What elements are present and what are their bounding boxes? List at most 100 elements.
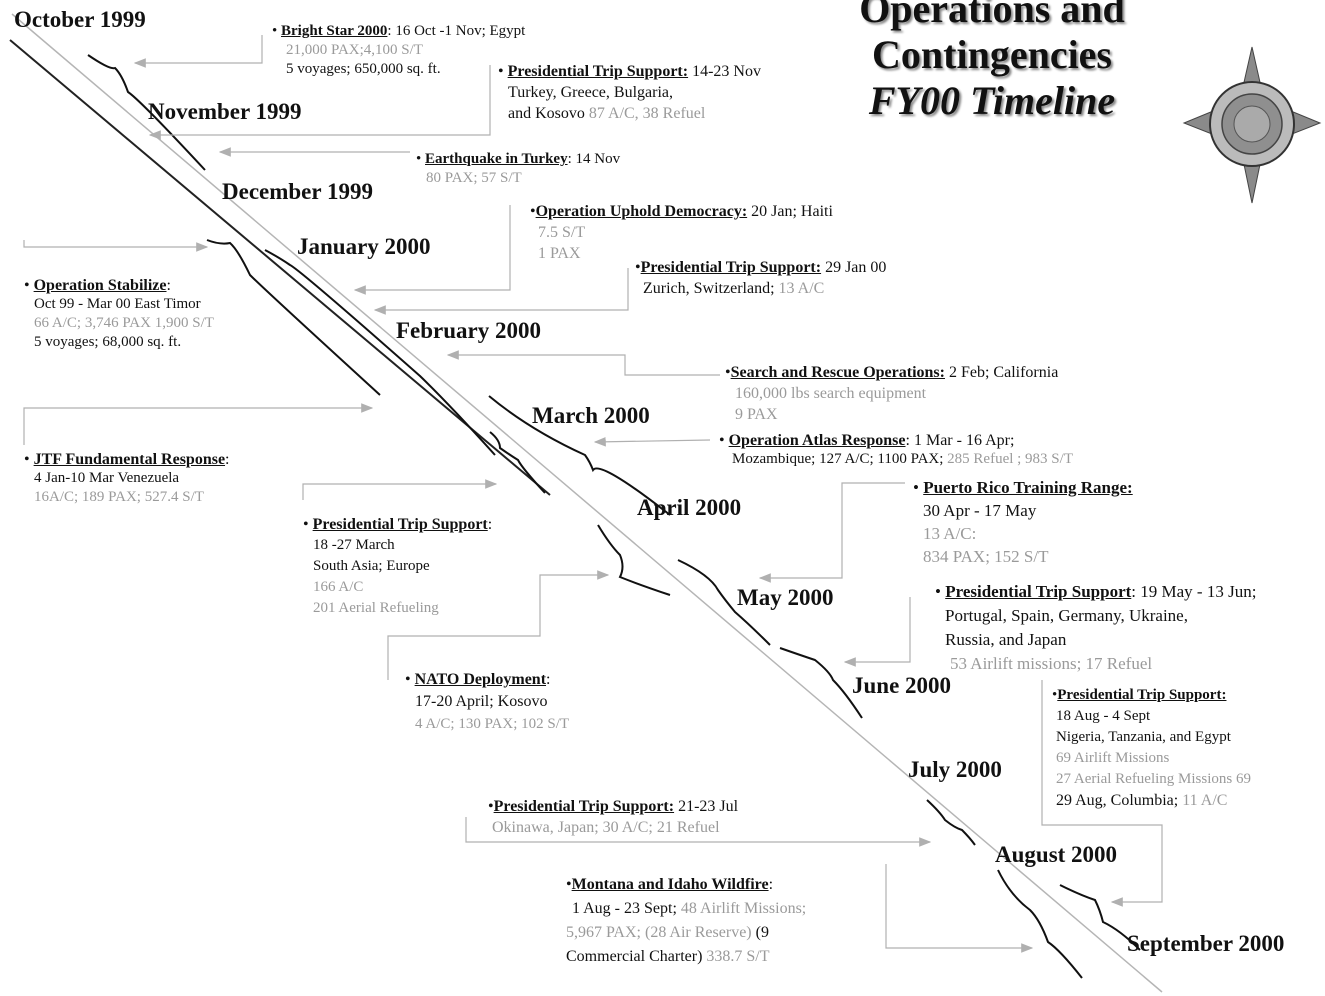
event-line: South Asia; Europe (313, 558, 430, 574)
event-line: 9 PAX (735, 406, 778, 423)
event-montana-idaho-wildfire: •Montana and Idaho Wildfire: 1 Aug - 23 … (566, 876, 807, 965)
event-line: 14-23 Nov (688, 63, 761, 80)
event-line: 29 Jan 00 (821, 259, 887, 276)
month-august-2000: August 2000 (995, 842, 1118, 867)
event-heading: Operation Stabilize (33, 277, 167, 294)
event-line: 1 Aug - 23 Sept; (572, 900, 677, 917)
event-line: : (225, 451, 230, 468)
event-puerto-rico: • Puerto Rico Training Range: 30 Apr - 1… (913, 478, 1133, 566)
event-line: : (166, 277, 171, 294)
page-title: Operations and Contingencies FY00 Timeli… (832, 0, 1152, 124)
event-line: 80 PAX; 57 S/T (426, 170, 522, 186)
event-line: 201 Aerial Refueling (313, 600, 439, 616)
event-line: Russia, and Japan (945, 630, 1067, 649)
event-line: : 19 May - 13 Jun; (1131, 582, 1257, 601)
event-heading: Puerto Rico Training Range: (923, 478, 1133, 497)
title-line3: FY00 Timeline (868, 78, 1116, 123)
event-line: 834 PAX; 152 S/T (923, 547, 1049, 566)
month-february-2000: February 2000 (396, 318, 542, 343)
event-line: 166 A/C (313, 579, 364, 595)
event-line: 29 Aug, Columbia; (1056, 792, 1179, 809)
connector-lines (23, 35, 1163, 953)
event-heading: Presidential Trip Support (945, 582, 1132, 601)
event-line: 16A/C; 189 PAX; 527.4 S/T (34, 489, 204, 505)
event-line: Portugal, Spain, Germany, Ukraine, (945, 606, 1188, 625)
event-heading: Presidential Trip Support (312, 516, 488, 533)
event-search-rescue: •Search and Rescue Operations: 2 Feb; Ca… (725, 364, 1059, 423)
event-heading: Operation Uphold Democracy: (535, 203, 748, 220)
event-heading: Search and Rescue Operations: (730, 364, 945, 381)
event-line: : 14 Nov (567, 151, 621, 167)
event-line: 5 voyages; 650,000 sq. ft. (286, 61, 441, 77)
month-november-1999: November 1999 (148, 99, 302, 124)
event-line: : 16 Oct -1 Nov; Egypt (387, 23, 526, 39)
event-line: 53 Airlift missions; 17 Refuel (950, 654, 1153, 673)
event-line: : (487, 516, 493, 533)
event-line: 21-23 Jul (674, 798, 739, 815)
event-line: Zurich, Switzerland; (643, 280, 775, 297)
month-december-1999: December 1999 (222, 179, 373, 204)
event-line: 27 Aerial Refueling Missions 69 (1056, 771, 1251, 787)
timeline-axis-shadow (9, 39, 551, 496)
event-line: 160,000 lbs search equipment (735, 385, 927, 402)
event-line: and Kosovo (508, 105, 585, 122)
event-line: 30 Apr - 17 May (923, 501, 1037, 520)
event-nato-deployment: • NATO Deployment: 17-20 April; Kosovo 4… (405, 669, 569, 735)
event-uphold-democracy: •Operation Uphold Democracy: 20 Jan; Hai… (530, 203, 833, 262)
event-operation-stabilize: • Operation Stabilize: Oct 99 - Mar 00 E… (24, 277, 214, 350)
event-line: 11 A/C (1178, 792, 1228, 809)
event-presidential-jan: •Presidential Trip Support: 29 Jan 00 Zu… (635, 259, 887, 297)
event-heading: Bright Star 2000 (281, 23, 388, 39)
event-heading: Operation Atlas Response (728, 432, 906, 449)
event-line: 69 Airlift Missions (1056, 750, 1170, 766)
bracket-icon (87, 54, 1141, 979)
event-line: : (546, 671, 551, 688)
month-may-2000: May 2000 (737, 585, 834, 610)
event-line: Okinawa, Japan; 30 A/C; 21 Refuel (492, 819, 720, 836)
event-heading: Presidential Trip Support: (493, 798, 675, 815)
event-line: 5,967 PAX; (28 Air Reserve) (566, 924, 752, 941)
event-line: Mozambique; 127 A/C; 1100 PAX; (732, 451, 944, 467)
month-april-2000: April 2000 (637, 495, 742, 520)
event-line: 338.7 S/T (702, 948, 770, 965)
event-line: 4 A/C; 130 PAX; 102 S/T (415, 716, 570, 732)
event-line: 13 A/C: (923, 524, 977, 543)
event-heading: Presidential Trip Support: (640, 259, 822, 276)
event-earthquake: • Earthquake in Turkey: 14 Nov 80 PAX; 5… (416, 151, 621, 186)
event-line: 13 A/C (774, 280, 825, 297)
month-september-2000: September 2000 (1127, 931, 1285, 956)
event-jtf-fundamental: • JTF Fundamental Response: 4 Jan-10 Mar… (24, 451, 230, 505)
event-presidential-nov: • Presidential Trip Support: 14-23 Nov T… (498, 63, 761, 122)
month-july-2000: July 2000 (908, 757, 1002, 782)
event-presidential-jul: •Presidential Trip Support: 21-23 Jul Ok… (488, 798, 739, 836)
event-line: : (768, 876, 774, 893)
event-atlas-response: • Operation Atlas Response: 1 Mar - 16 A… (719, 432, 1073, 467)
title-line1: Operations and (859, 0, 1125, 31)
month-june-2000: June 2000 (852, 673, 952, 698)
event-line: 66 A/C; 3,746 PAX 1,900 S/T (34, 315, 214, 331)
event-line: 18 Aug - 4 Sept (1056, 708, 1151, 724)
month-march-2000: March 2000 (532, 403, 650, 428)
event-line: 7.5 S/T (538, 224, 586, 241)
event-heading: Montana and Idaho Wildfire (571, 876, 769, 893)
event-line: 285 Refuel ; 983 S/T (943, 451, 1073, 467)
event-line: 21,000 PAX;4,100 S/T (286, 42, 423, 58)
event-heading: Presidential Trip Support: (507, 63, 689, 80)
event-line: 20 Jan; Haiti (747, 203, 833, 220)
event-line: 17-20 April; Kosovo (415, 693, 548, 710)
event-heading: JTF Fundamental Response (33, 451, 226, 468)
event-line: Oct 99 - Mar 00 East Timor (34, 296, 201, 312)
event-line: 4 Jan-10 Mar Venezuela (34, 470, 180, 486)
event-presidential-may: • Presidential Trip Support: 19 May - 13… (935, 580, 1256, 676)
event-bright-star: • Bright Star 2000: 16 Oct -1 Nov; Egypt… (272, 23, 526, 77)
event-line: Commercial Charter) (566, 948, 703, 965)
timeline-axis (11, 13, 1163, 993)
event-line: 48 Airlift Missions; (676, 900, 807, 917)
event-presidential-mar: • Presidential Trip Support: 18 -27 Marc… (303, 514, 492, 619)
month-october-1999: October 1999 (14, 7, 146, 32)
event-heading: NATO Deployment (414, 671, 547, 688)
event-line: Nigeria, Tanzania, and Egypt (1056, 729, 1231, 745)
event-line: (9 (751, 924, 769, 941)
event-line: 87 A/C, 38 Refuel (584, 105, 706, 122)
